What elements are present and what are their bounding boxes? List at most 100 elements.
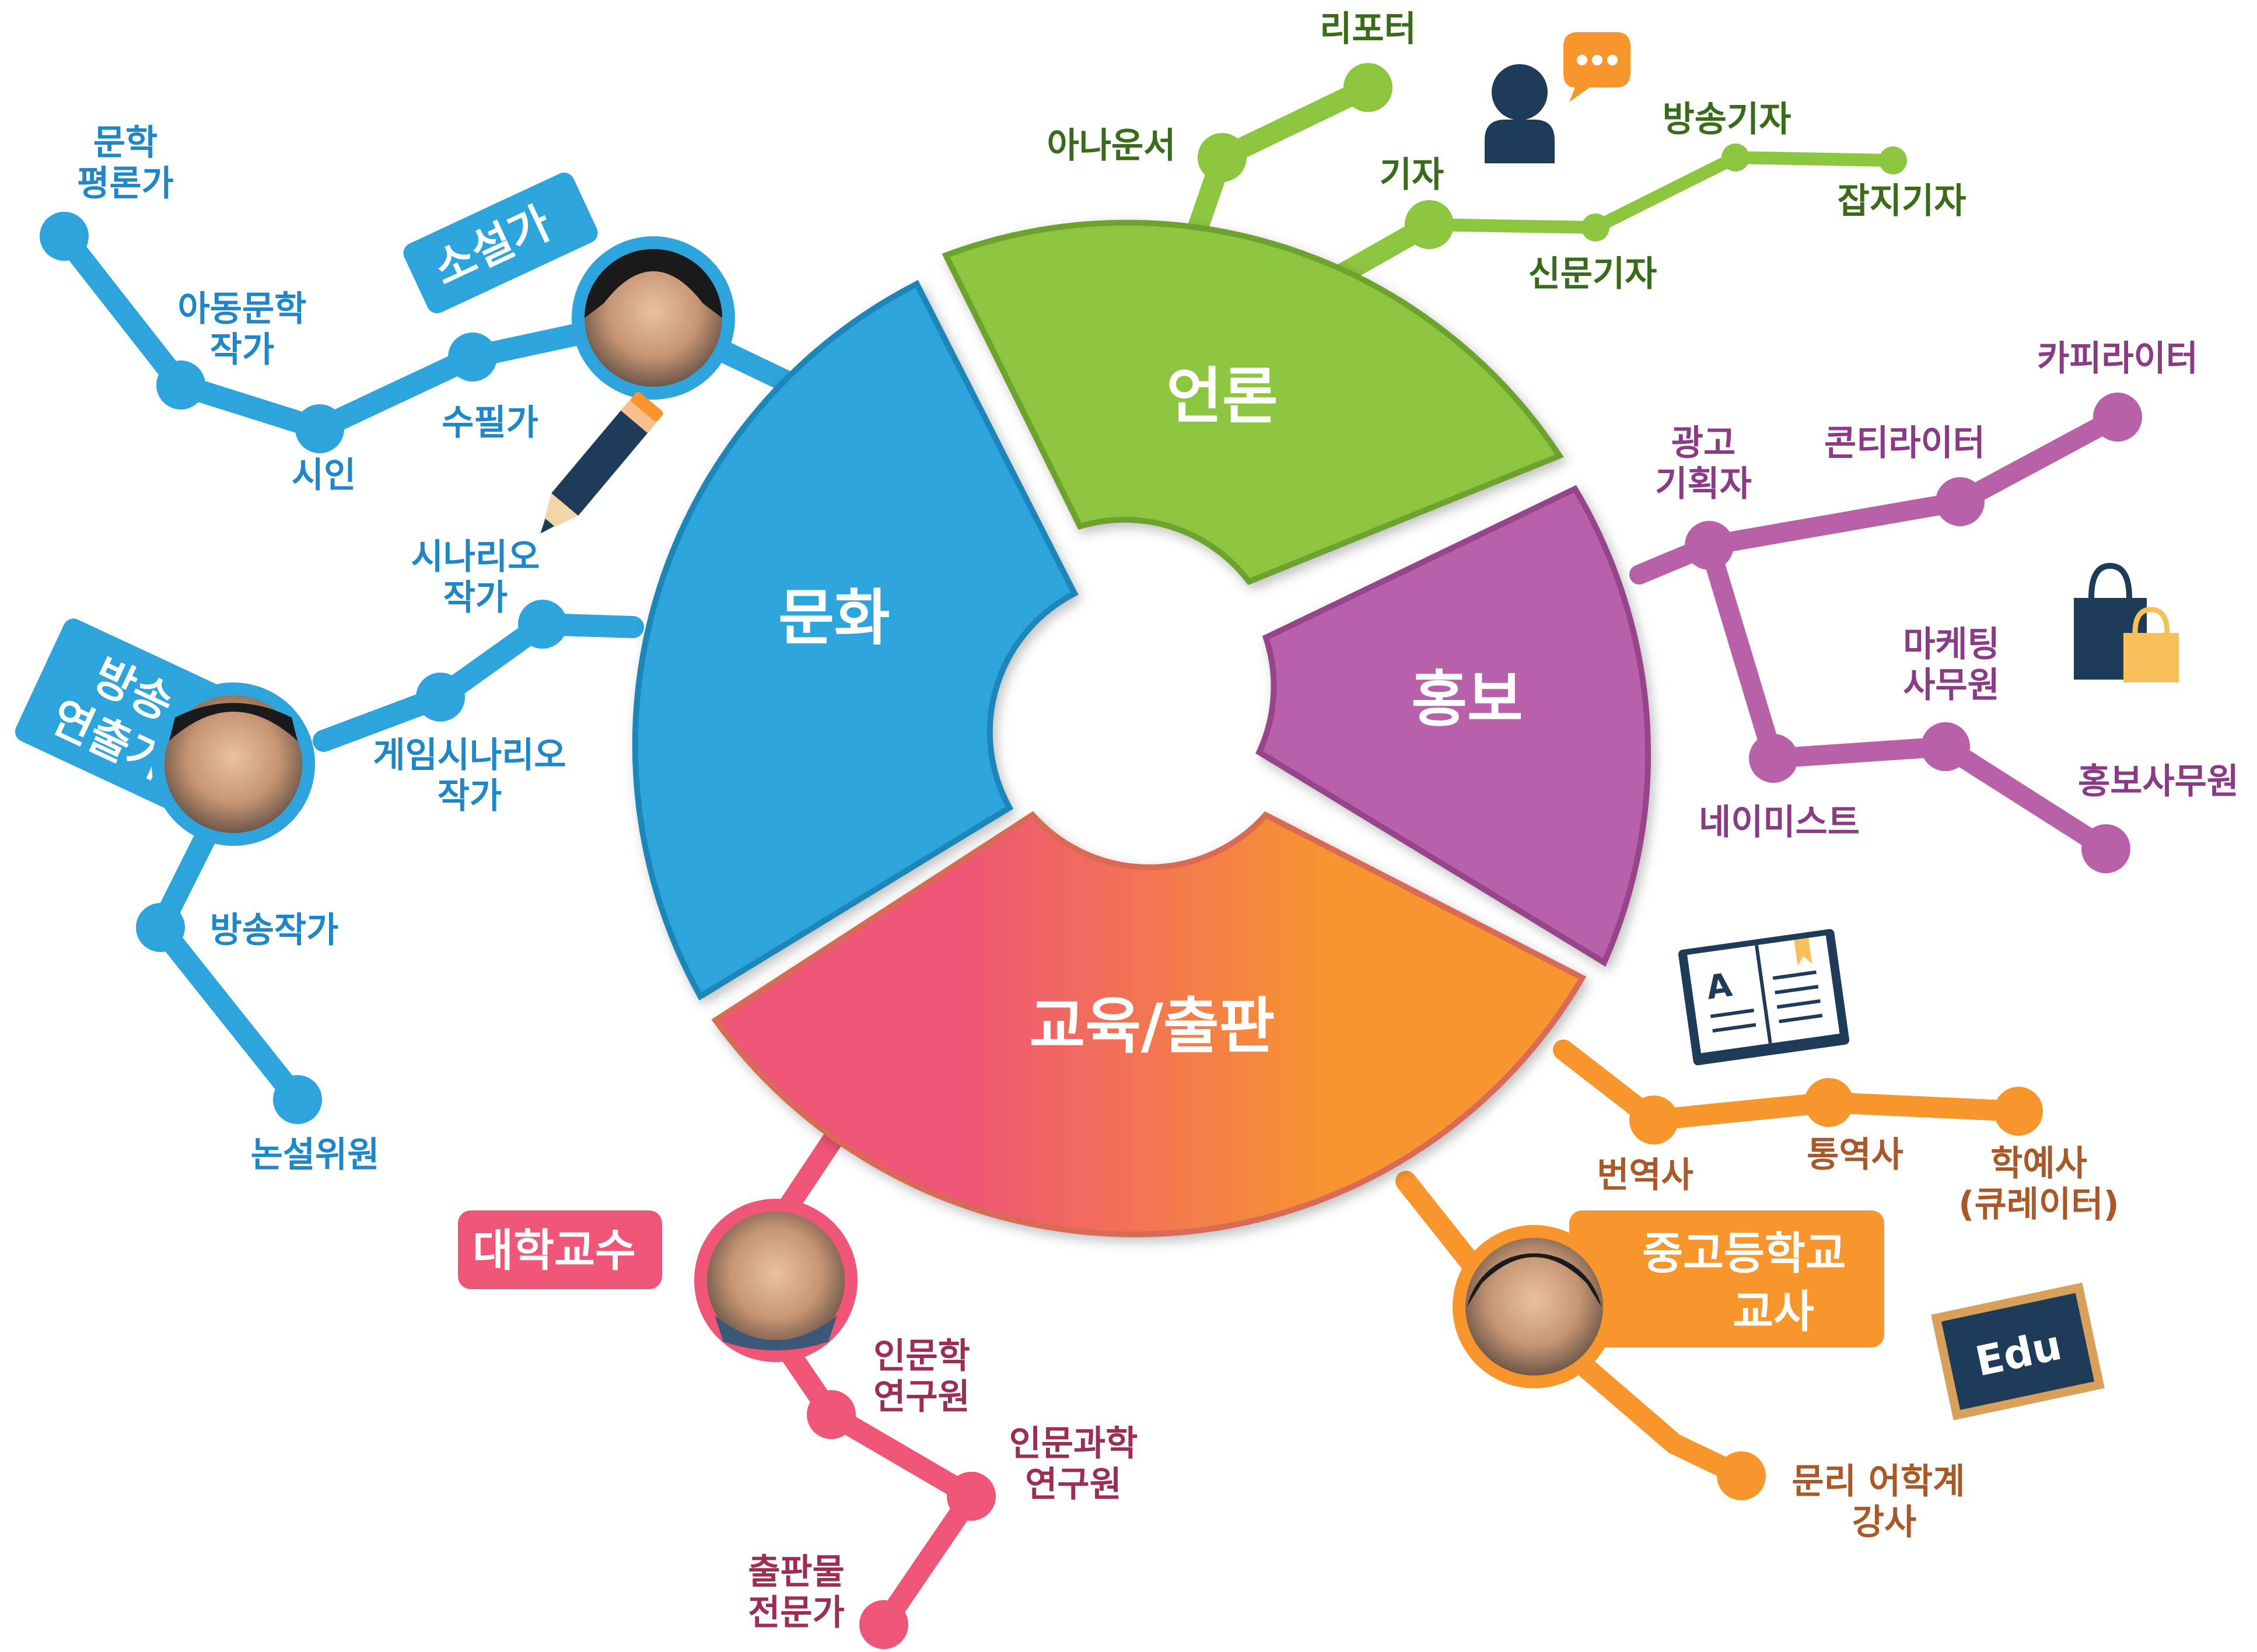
label-magazine-journalist: 잡지기자 xyxy=(1838,181,1966,222)
label-game-scenario-writer-2: 작가 xyxy=(438,776,502,817)
node-scenario-writer xyxy=(518,600,567,649)
node-content-writer xyxy=(1936,477,1985,526)
pr-labels: 카피라이터 콘티라이터 광고 기획자 마케팅 사무원 네이미스트 홍보사무원 xyxy=(1655,338,2239,843)
culture-nodes xyxy=(40,212,567,1124)
label-humanities-researcher-2: 연구원 xyxy=(873,1377,970,1418)
label-humanities-science-researcher-2: 연구원 xyxy=(1025,1464,1122,1505)
label-pr-clerk: 홍보사무원 xyxy=(2078,761,2239,802)
shopping-bags-icon xyxy=(2074,562,2179,682)
broadcast-producer-photo xyxy=(165,695,302,833)
book-icon: A xyxy=(1678,929,1850,1066)
label-ad-planner-1: 광고 xyxy=(1671,423,1735,464)
teacher-tag-bg xyxy=(1569,1210,1884,1348)
label-curator-1: 학예사 xyxy=(1990,1143,2087,1184)
label-children-writer-2: 작가 xyxy=(210,330,274,370)
featured-professor-label: 대학교수 xyxy=(473,1224,636,1276)
svg-text:A: A xyxy=(1704,966,1735,1007)
label-curator-2: (큐레이터) xyxy=(1958,1184,2119,1225)
media-labels: 리포터 아나운서 기자 신문기자 방송기자 잡지기자 xyxy=(1047,9,1966,295)
node-pr-clerk xyxy=(2081,824,2130,873)
label-interpreter: 통역사 xyxy=(1807,1135,1903,1175)
pr-branches xyxy=(1629,407,2127,859)
label-content-writer: 콘티라이터 xyxy=(1824,423,1985,464)
node-copywriter xyxy=(2093,393,2142,442)
label-language-instructor-2: 강사 xyxy=(1852,1502,1916,1543)
node-ad-planner xyxy=(1685,521,1734,570)
node-broadcast-writer xyxy=(136,903,185,952)
label-newspaper-journalist: 신문기자 xyxy=(1528,254,1657,295)
label-editorial-writer: 논설위원 xyxy=(251,1135,380,1175)
segment-label-edu: 교육/출판 xyxy=(1030,991,1275,1062)
edu-pink-labels: 인문학 연구원 인문과학 연구원 출판물 전문가 xyxy=(748,1336,1138,1633)
career-wheel xyxy=(632,219,1651,1238)
node-journalist xyxy=(1405,200,1454,249)
node-curator xyxy=(1994,1087,2043,1136)
node-publishing-expert xyxy=(859,1600,908,1649)
segment-pr[interactable] xyxy=(1255,485,1651,967)
label-poet: 시인 xyxy=(292,455,356,496)
professor-tag-bg xyxy=(458,1210,662,1289)
culture-labels: 문학 평론가 아동문학 작가 시인 수필가 시나리오 작가 게임시나리오 작가 … xyxy=(77,123,566,1175)
node-broadcast-journalist xyxy=(1721,144,1749,172)
professor-photo xyxy=(707,1212,845,1349)
segment-media[interactable] xyxy=(942,219,1564,586)
node-reporter xyxy=(1343,63,1392,112)
node-poet xyxy=(295,404,344,453)
segment-label-pr: 홍보 xyxy=(1411,664,1523,735)
label-namist: 네이미스트 xyxy=(1699,802,1860,843)
media-nodes xyxy=(1198,63,1907,249)
label-marketing-clerk-1: 마케팅 xyxy=(1903,624,2000,665)
label-game-scenario-writer-1: 게임시나리오 xyxy=(373,735,566,776)
label-broadcast-writer: 방송작가 xyxy=(210,910,339,951)
segment-label-culture: 문화 xyxy=(778,582,890,653)
node-language-instructor xyxy=(1717,1451,1766,1500)
label-broadcast-journalist: 방송기자 xyxy=(1663,99,1791,140)
chalkboard-icon: Edu xyxy=(1931,1282,2105,1420)
node-game-scenario-writer xyxy=(416,673,465,722)
segment-culture[interactable] xyxy=(632,279,1079,1001)
featured-broadcast-producer: 방송 연출가 xyxy=(15,618,315,846)
node-literary-critic xyxy=(40,212,89,261)
node-humanities-science-researcher xyxy=(947,1472,996,1521)
label-scenario-writer-2: 작가 xyxy=(443,578,508,618)
segment-label-media: 언론 xyxy=(1166,360,1278,432)
pr-nodes xyxy=(1685,393,2142,873)
label-literary-critic-1: 문학 xyxy=(93,123,158,163)
pencil-icon xyxy=(540,391,663,534)
featured-teacher-line1: 중고등학교 xyxy=(1642,1227,1846,1279)
label-language-instructor-1: 문리 어학계 xyxy=(1792,1461,1965,1502)
edu-pink-nodes xyxy=(807,1390,996,1649)
person-speech-icon xyxy=(1485,32,1630,163)
label-ad-planner-2: 기획자 xyxy=(1655,464,1752,505)
label-humanities-researcher-1: 인문학 xyxy=(873,1336,970,1377)
edu-orange-labels: 번역사 통역사 학예사 (큐레이터) 문리 어학계 강사 xyxy=(1597,1135,2119,1543)
node-interpreter xyxy=(1804,1078,1853,1127)
featured-teacher: 중고등학교 교사 xyxy=(1453,1210,1884,1388)
node-newspaper-journalist xyxy=(1581,214,1609,242)
segment-edu[interactable] xyxy=(711,811,1587,1238)
node-children-writer xyxy=(156,360,205,410)
featured-teacher-line2: 교사 xyxy=(1733,1286,1814,1338)
label-announcer: 아나운서 xyxy=(1047,125,1176,166)
node-marketing-clerk xyxy=(1921,722,1970,771)
wheel-center-hole xyxy=(1028,607,1256,834)
label-scenario-writer-1: 시나리오 xyxy=(411,537,540,578)
node-editorial-writer xyxy=(273,1075,322,1124)
label-literary-critic-2: 평론가 xyxy=(77,163,174,204)
label-publishing-expert-2: 전문가 xyxy=(748,1592,845,1633)
node-essayist xyxy=(448,332,497,382)
node-humanities-researcher xyxy=(807,1390,856,1439)
label-publishing-expert-1: 출판물 xyxy=(748,1552,845,1592)
node-translator xyxy=(1629,1096,1678,1144)
label-translator: 번역사 xyxy=(1597,1155,1693,1196)
node-namist xyxy=(1749,734,1798,783)
node-announcer xyxy=(1198,133,1247,182)
label-journalist: 기자 xyxy=(1380,155,1444,195)
node-magazine-journalist xyxy=(1879,146,1907,174)
label-copywriter: 카피라이터 xyxy=(2037,338,2198,379)
teacher-photo xyxy=(1465,1238,1603,1376)
label-marketing-clerk-2: 사무원 xyxy=(1903,665,2000,706)
label-reporter: 리포터 xyxy=(1320,9,1416,50)
